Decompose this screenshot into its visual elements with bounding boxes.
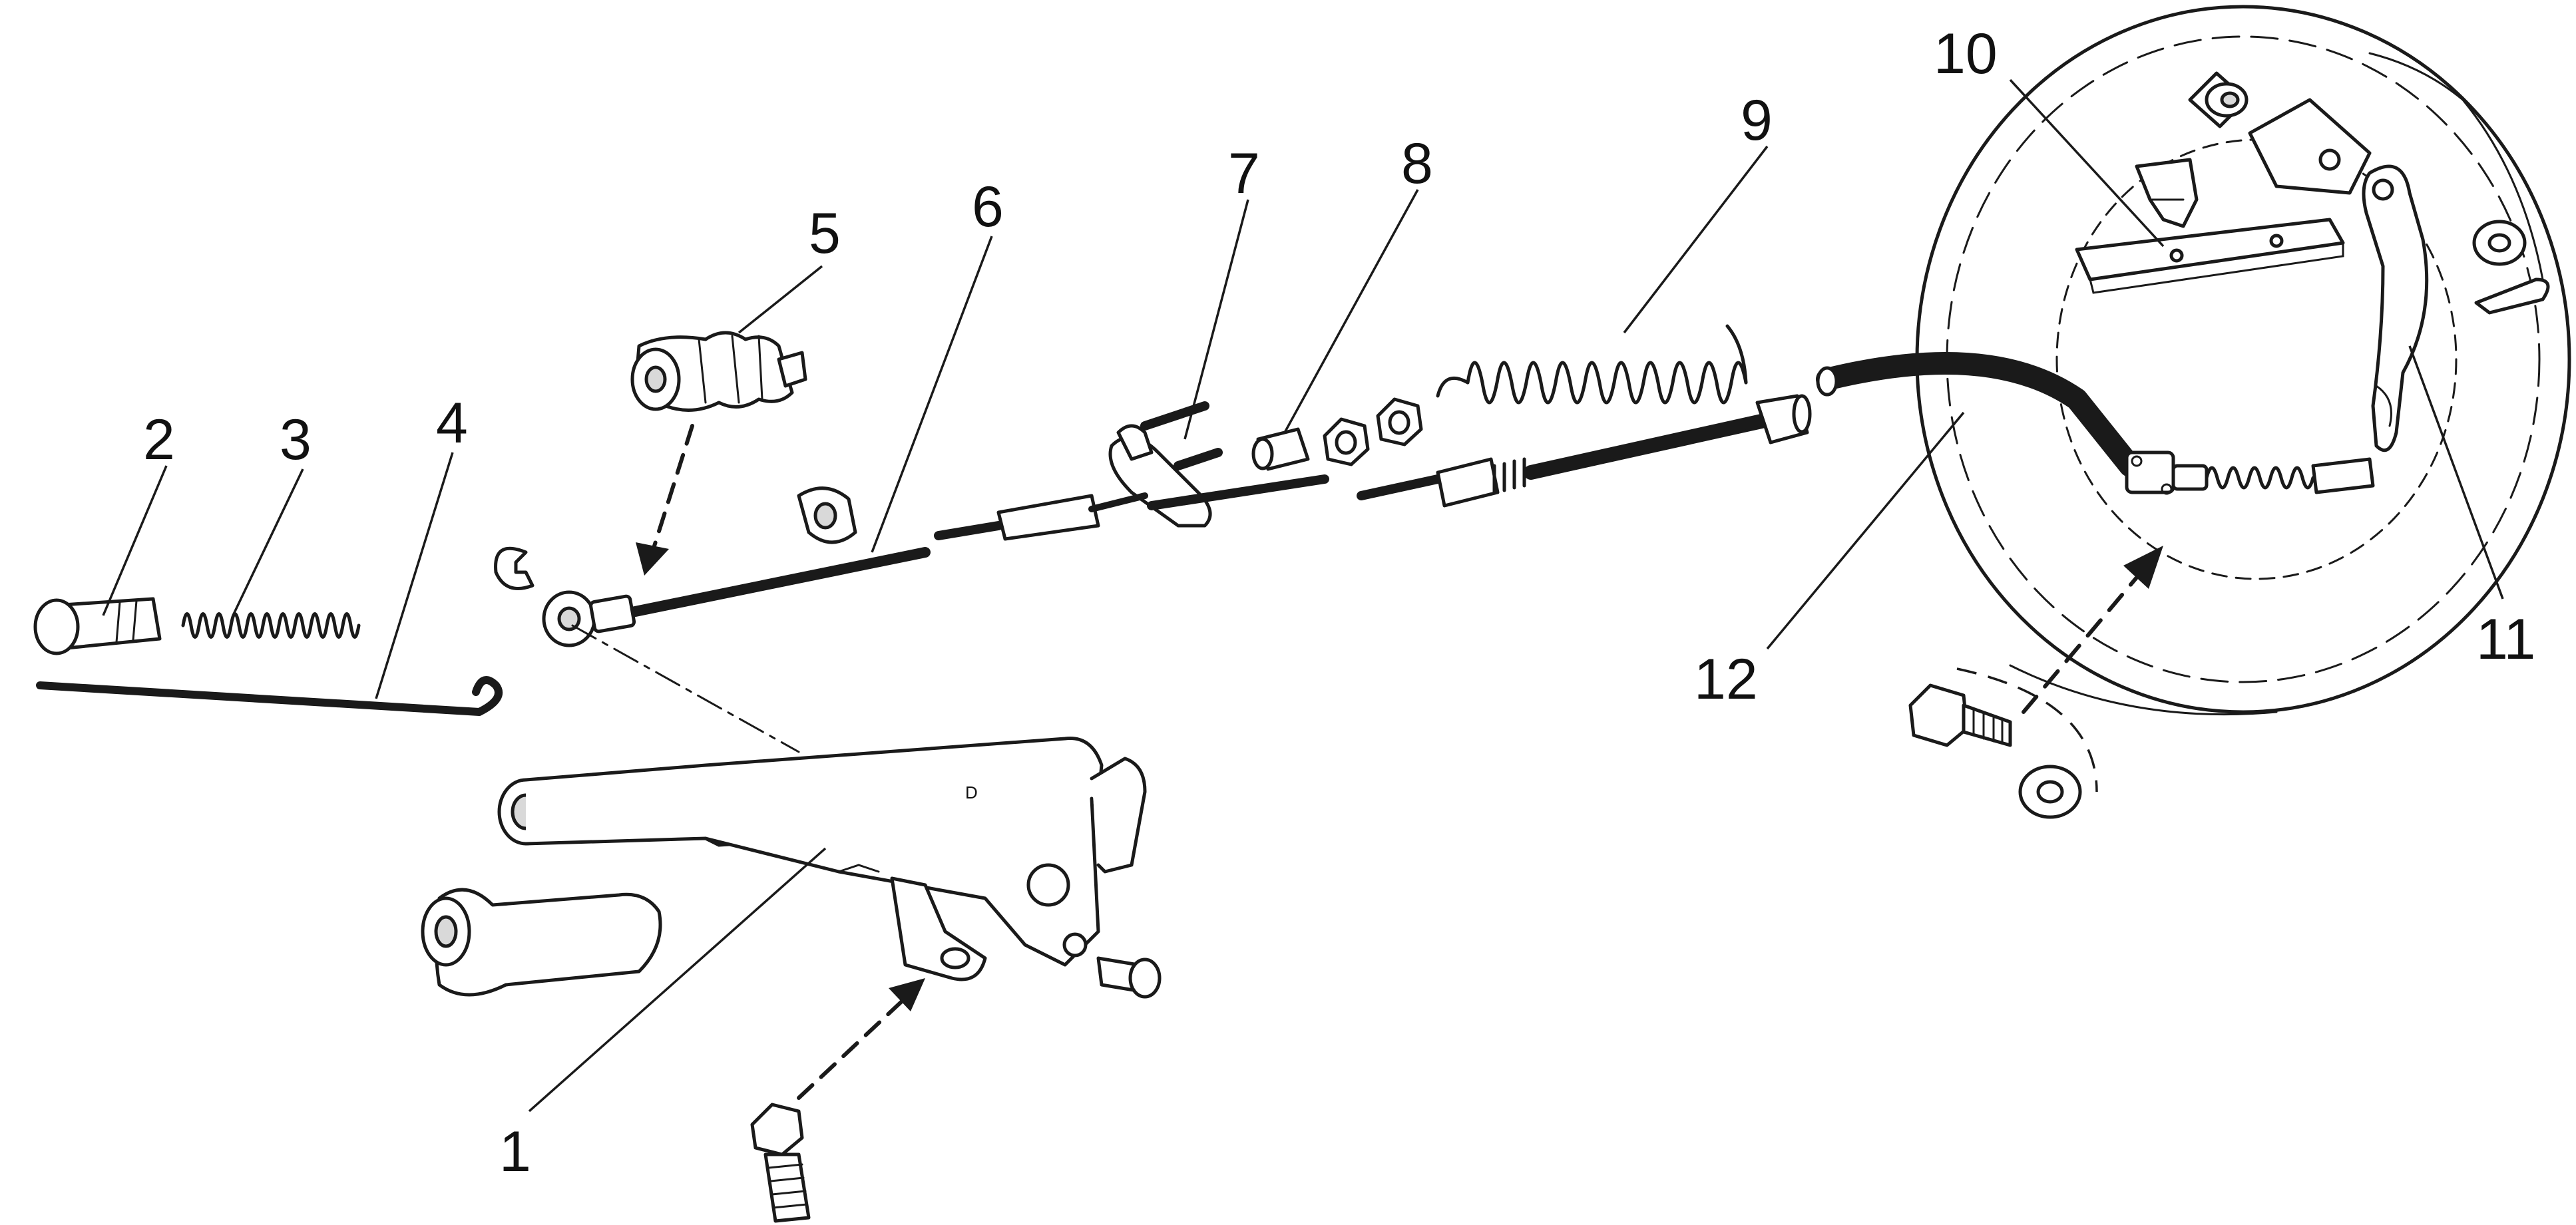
leader-7 (1183, 199, 1249, 440)
callout-8: 8 (1401, 132, 1433, 196)
rubber-boot (630, 331, 807, 412)
e-clip (494, 546, 535, 590)
callout-3: 3 (280, 408, 312, 472)
callout-7: 7 (1228, 142, 1260, 206)
callout-10: 10 (1934, 22, 1998, 86)
washer (2472, 220, 2527, 266)
leader-8 (1283, 189, 1419, 433)
pawl-rod (36, 676, 503, 716)
locknut (1323, 417, 1370, 466)
callout-9: 9 (1741, 88, 1773, 152)
callout-12: 12 (1694, 647, 1758, 711)
callout-1: 1 (499, 1120, 531, 1184)
assembly-arrow-boot (636, 424, 694, 576)
assembly-arrow-bolt (797, 978, 925, 1100)
leader-10 (2009, 79, 2165, 248)
equaliser (1108, 401, 1329, 528)
detail-mark: D (965, 783, 978, 802)
leader-3 (232, 468, 304, 616)
centerline (571, 624, 800, 753)
leader-4 (375, 452, 454, 699)
lever-pivot-bolt (1096, 956, 1162, 999)
bolt-group-arc (1956, 667, 2098, 792)
callout-2: 2 (143, 408, 175, 472)
adjuster-sleeve (1251, 427, 1310, 471)
adjuster-nut (1376, 397, 1423, 446)
leader-11 (2408, 345, 2504, 600)
actuating-lever (2362, 164, 2429, 452)
strut (2075, 158, 2345, 294)
leader-2 (102, 465, 168, 616)
handle-grip (421, 888, 662, 997)
callout-11: 11 (2476, 608, 2535, 671)
spring-washer (2018, 765, 2082, 819)
primary-cable (542, 492, 1148, 647)
handbrake-lever (497, 737, 1147, 981)
mounting-bolt (750, 1103, 811, 1223)
leader-lines (102, 79, 2504, 1113)
release-button (33, 597, 162, 655)
front-cable (1357, 394, 1812, 508)
leader-1 (528, 847, 827, 1113)
mounting-bolt-right (1908, 683, 2012, 747)
leader-6 (871, 236, 993, 553)
leader-9 (1623, 145, 1769, 334)
cable-clip (797, 486, 857, 544)
assembly-arrow-right (2022, 546, 2163, 714)
callout-6: 6 (972, 175, 1004, 239)
brake-backplate (1915, 5, 2571, 716)
leader-12 (1766, 411, 1965, 650)
return-spring (1436, 324, 1748, 405)
retaining-clip (2474, 277, 2550, 315)
callout-5: 5 (809, 202, 841, 265)
leader-5 (738, 265, 823, 334)
rear-cable (1816, 352, 2375, 495)
callout-4: 4 (436, 391, 468, 455)
release-spring (181, 612, 361, 639)
callout-labels: 1 2 3 4 5 6 7 8 9 10 11 12 (143, 22, 2535, 1184)
pivot-pin (2188, 71, 2249, 128)
